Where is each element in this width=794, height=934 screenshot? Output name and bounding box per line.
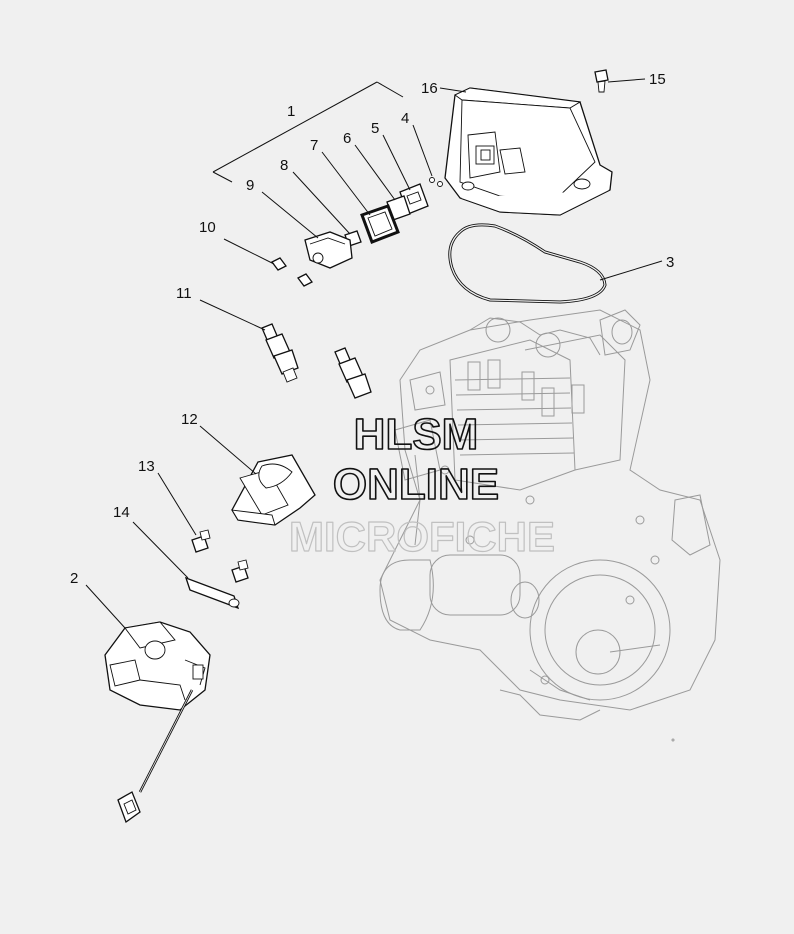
callout-11: 11 [176,285,192,302]
bolt-part-15 [594,69,609,93]
watermark-line-2: ONLINE [333,460,499,509]
callout-2: 2 [70,570,78,587]
valve-cover-part-16 [444,87,613,216]
leader-lines [85,78,663,629]
callout-14: 14 [113,504,130,521]
throttle-body-part-2 [104,621,211,824]
engine-block-ghost [379,309,721,742]
callout-15: 15 [649,71,666,88]
callout-4: 4 [401,110,409,127]
spark-plugs-part-11 [261,323,372,399]
callout-6: 6 [343,130,351,147]
bolts-part-10 [271,257,313,287]
callout-9: 9 [246,177,254,194]
callout-8: 8 [280,157,288,174]
watermark-line-3: MICROFICHE [289,513,555,560]
callout-10: 10 [199,219,216,236]
callout-3: 3 [666,254,674,271]
callout-12: 12 [181,411,198,428]
callout-16: 16 [421,80,438,97]
callout-5: 5 [371,120,379,137]
intake-adapter-part-12 [231,454,316,526]
callout-13: 13 [138,458,155,475]
bar-part-14 [184,576,240,610]
bolts-part-13 [191,529,249,583]
watermark-line-1: HLSM [354,410,479,459]
callout-1: 1 [287,103,295,120]
watermark: HLSM ONLINE MICROFICHE [288,409,555,560]
callout-7: 7 [310,137,318,154]
breather-parts-4-to-9 [304,177,443,269]
callout-labels: 1 2 3 4 5 6 7 8 9 10 11 12 13 14 15 16 [70,71,674,587]
valve-springs-ghost [467,359,585,417]
cover-gasket-part-3 [448,223,607,304]
